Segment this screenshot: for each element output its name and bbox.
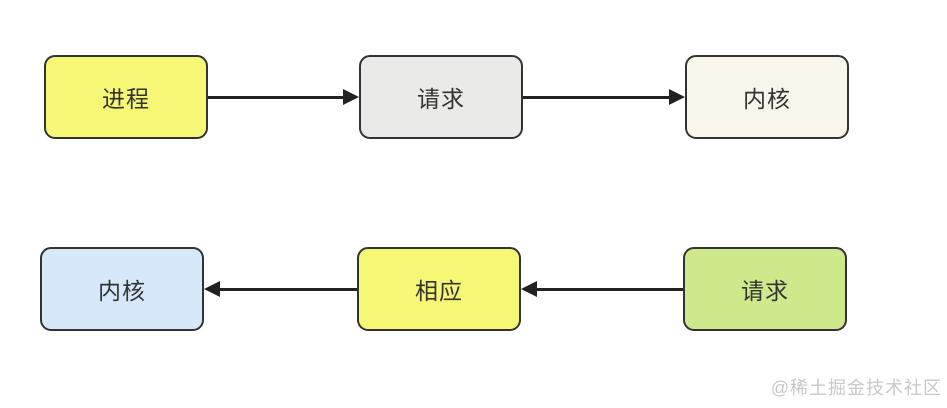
node-kernel-bottom: 内核 bbox=[40, 247, 204, 331]
node-process-label: 进程 bbox=[102, 86, 150, 112]
arrow-shaft bbox=[523, 95, 669, 99]
arrowhead-right-icon bbox=[669, 89, 685, 105]
arrowhead-left-icon bbox=[204, 281, 220, 297]
arrowhead-left-icon bbox=[521, 281, 537, 297]
arrow-request-to-response bbox=[521, 281, 683, 297]
arrow-shaft bbox=[208, 95, 343, 99]
node-response: 相应 bbox=[357, 247, 521, 331]
node-process: 进程 bbox=[44, 55, 208, 139]
node-request-bottom: 请求 bbox=[683, 247, 847, 331]
arrow-process-to-request bbox=[208, 89, 359, 105]
node-request-bottom-label: 请求 bbox=[741, 278, 789, 304]
node-kernel-bottom-label: 内核 bbox=[98, 278, 146, 304]
node-kernel-top-label: 内核 bbox=[743, 86, 791, 112]
arrowhead-right-icon bbox=[343, 89, 359, 105]
node-response-label: 相应 bbox=[415, 278, 463, 304]
arrow-response-to-kernel bbox=[204, 281, 357, 297]
arrow-shaft bbox=[537, 287, 683, 291]
node-request-top: 请求 bbox=[359, 55, 523, 139]
node-request-top-label: 请求 bbox=[417, 86, 465, 112]
arrow-shaft bbox=[220, 287, 357, 291]
arrow-request-to-kernel bbox=[523, 89, 685, 105]
watermark: @稀土掘金技术社区 bbox=[770, 378, 942, 398]
node-kernel-top: 内核 bbox=[685, 55, 849, 139]
